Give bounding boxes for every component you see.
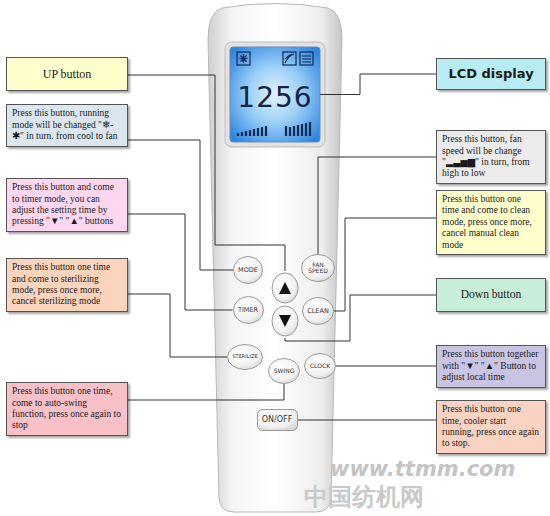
button-label: CLOCK (310, 363, 330, 369)
remote-button: TIMER (233, 296, 264, 324)
snowflake-symbol (240, 54, 248, 63)
lcd-bezel (225, 42, 325, 147)
callout-text: Press this button one time and come to c… (442, 194, 540, 251)
leader-line (128, 214, 233, 310)
cool-icon (237, 52, 250, 65)
button-shape (257, 410, 297, 431)
swing-symbol (285, 54, 294, 63)
speed-bars (238, 122, 310, 136)
button-label: ON/OFF (262, 416, 292, 424)
callout-box: Press this button one time, come to auto… (6, 382, 128, 436)
button-shape (305, 354, 336, 379)
up-arrow-symbol (279, 282, 291, 294)
remote-button: STERILIZE (227, 344, 263, 370)
leader-line (128, 384, 284, 400)
callout-text: Press this button one time, cooler start… (442, 404, 540, 450)
remote-button: CLEAN (302, 297, 334, 325)
down-button (272, 306, 298, 336)
callout-box: Press this button one time, cooler start… (436, 400, 546, 454)
callout-text: Press this button together with "▼" "▲" … (442, 349, 540, 383)
leader-line (334, 218, 436, 311)
button-shape (233, 297, 263, 324)
lcd-digits: 1256 (237, 84, 312, 112)
up-button (272, 273, 298, 303)
callout-text: Press this button one time and come to s… (12, 262, 122, 308)
callout-text: Press this button and come to timer mode… (12, 182, 122, 228)
callout-box: UP button (6, 57, 128, 91)
watermark: 中国纺机网 (304, 484, 424, 510)
callout-box: LCD display (436, 58, 546, 90)
button-shape (269, 359, 300, 384)
remote-button: ON/OFF (257, 409, 298, 431)
button-label: FAN SPEED (306, 262, 330, 275)
callout-text: Press this button one time, come to auto… (12, 386, 122, 432)
button-label: TIMER (238, 307, 258, 314)
watermark: www.ttmm.com (330, 458, 515, 481)
button-shape (303, 298, 334, 325)
button-label: CLEAN (307, 308, 329, 315)
button-label: MODE (238, 267, 258, 274)
lcd-display: 1256 (230, 47, 320, 142)
down-arrow-symbol (279, 315, 291, 327)
callout-text: LCD display (442, 66, 540, 82)
lcd-screen (230, 47, 320, 142)
clean-icon (300, 52, 313, 65)
swing-icon (283, 52, 296, 65)
leader-line (298, 420, 437, 421)
leader-line (318, 157, 436, 254)
remote-button: SWING (268, 358, 300, 384)
button-label: STERILIZE (232, 354, 257, 359)
lcd-icons (237, 52, 313, 65)
callout-text: UP button (12, 67, 122, 81)
callout-box: Press this button and come to timer mode… (6, 178, 128, 232)
button-label: SWING (274, 368, 295, 374)
callout-box: Down button (436, 278, 546, 312)
callout-text: Press this button, fan speed will be cha… (442, 134, 540, 180)
button-shape (228, 345, 263, 370)
callout-text: Down button (442, 288, 540, 302)
remote-button: CLOCK (304, 353, 336, 379)
button-shape (234, 257, 263, 284)
leader-line (336, 366, 436, 367)
remote-button: FAN SPEED (301, 254, 335, 282)
callout-text: Press this button, running mode will be … (12, 108, 122, 142)
leader-line (285, 295, 436, 341)
callout-box: Press this button one time and come to s… (6, 258, 128, 312)
leader-line (128, 294, 227, 357)
callout-box: Press this button, fan speed will be cha… (436, 130, 546, 184)
leader-line (128, 140, 233, 270)
remote-body (208, 4, 342, 513)
leader-line (320, 74, 436, 95)
button-shape (302, 255, 335, 282)
clean-symbol (302, 56, 311, 62)
callout-box: Press this button, running mode will be … (6, 104, 128, 147)
callout-box: Press this button together with "▼" "▲" … (436, 345, 546, 388)
remote-button: MODE (233, 256, 263, 284)
callout-box: Press this button one time and come to c… (436, 190, 546, 255)
